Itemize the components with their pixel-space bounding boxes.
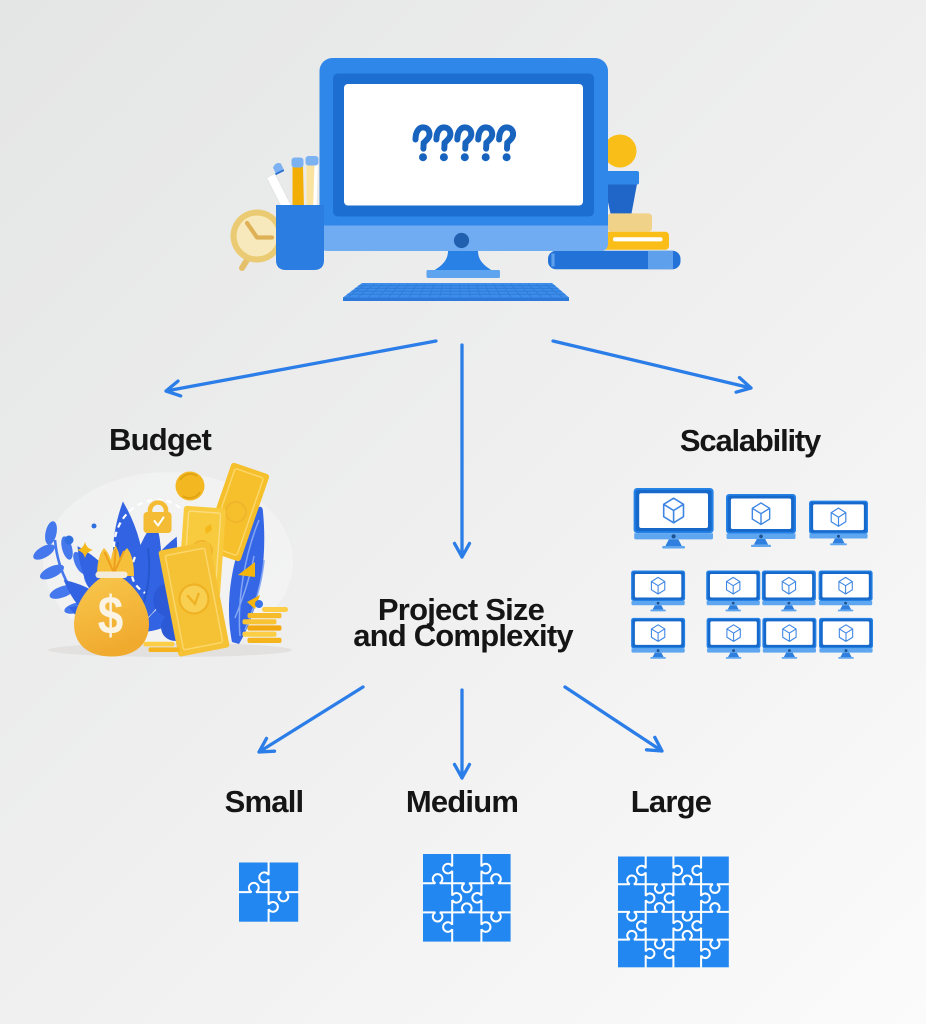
svg-text:$: $ <box>98 585 124 645</box>
svg-text:Project Size: Project Size <box>378 592 545 627</box>
svg-text:Large: Large <box>631 784 712 819</box>
svg-text:Small: Small <box>225 784 304 819</box>
svg-text:Budget: Budget <box>109 422 211 457</box>
svg-text:and Complexity: and Complexity <box>353 618 574 653</box>
svg-text:Medium: Medium <box>406 784 518 819</box>
svg-text:Scalability: Scalability <box>680 423 822 458</box>
